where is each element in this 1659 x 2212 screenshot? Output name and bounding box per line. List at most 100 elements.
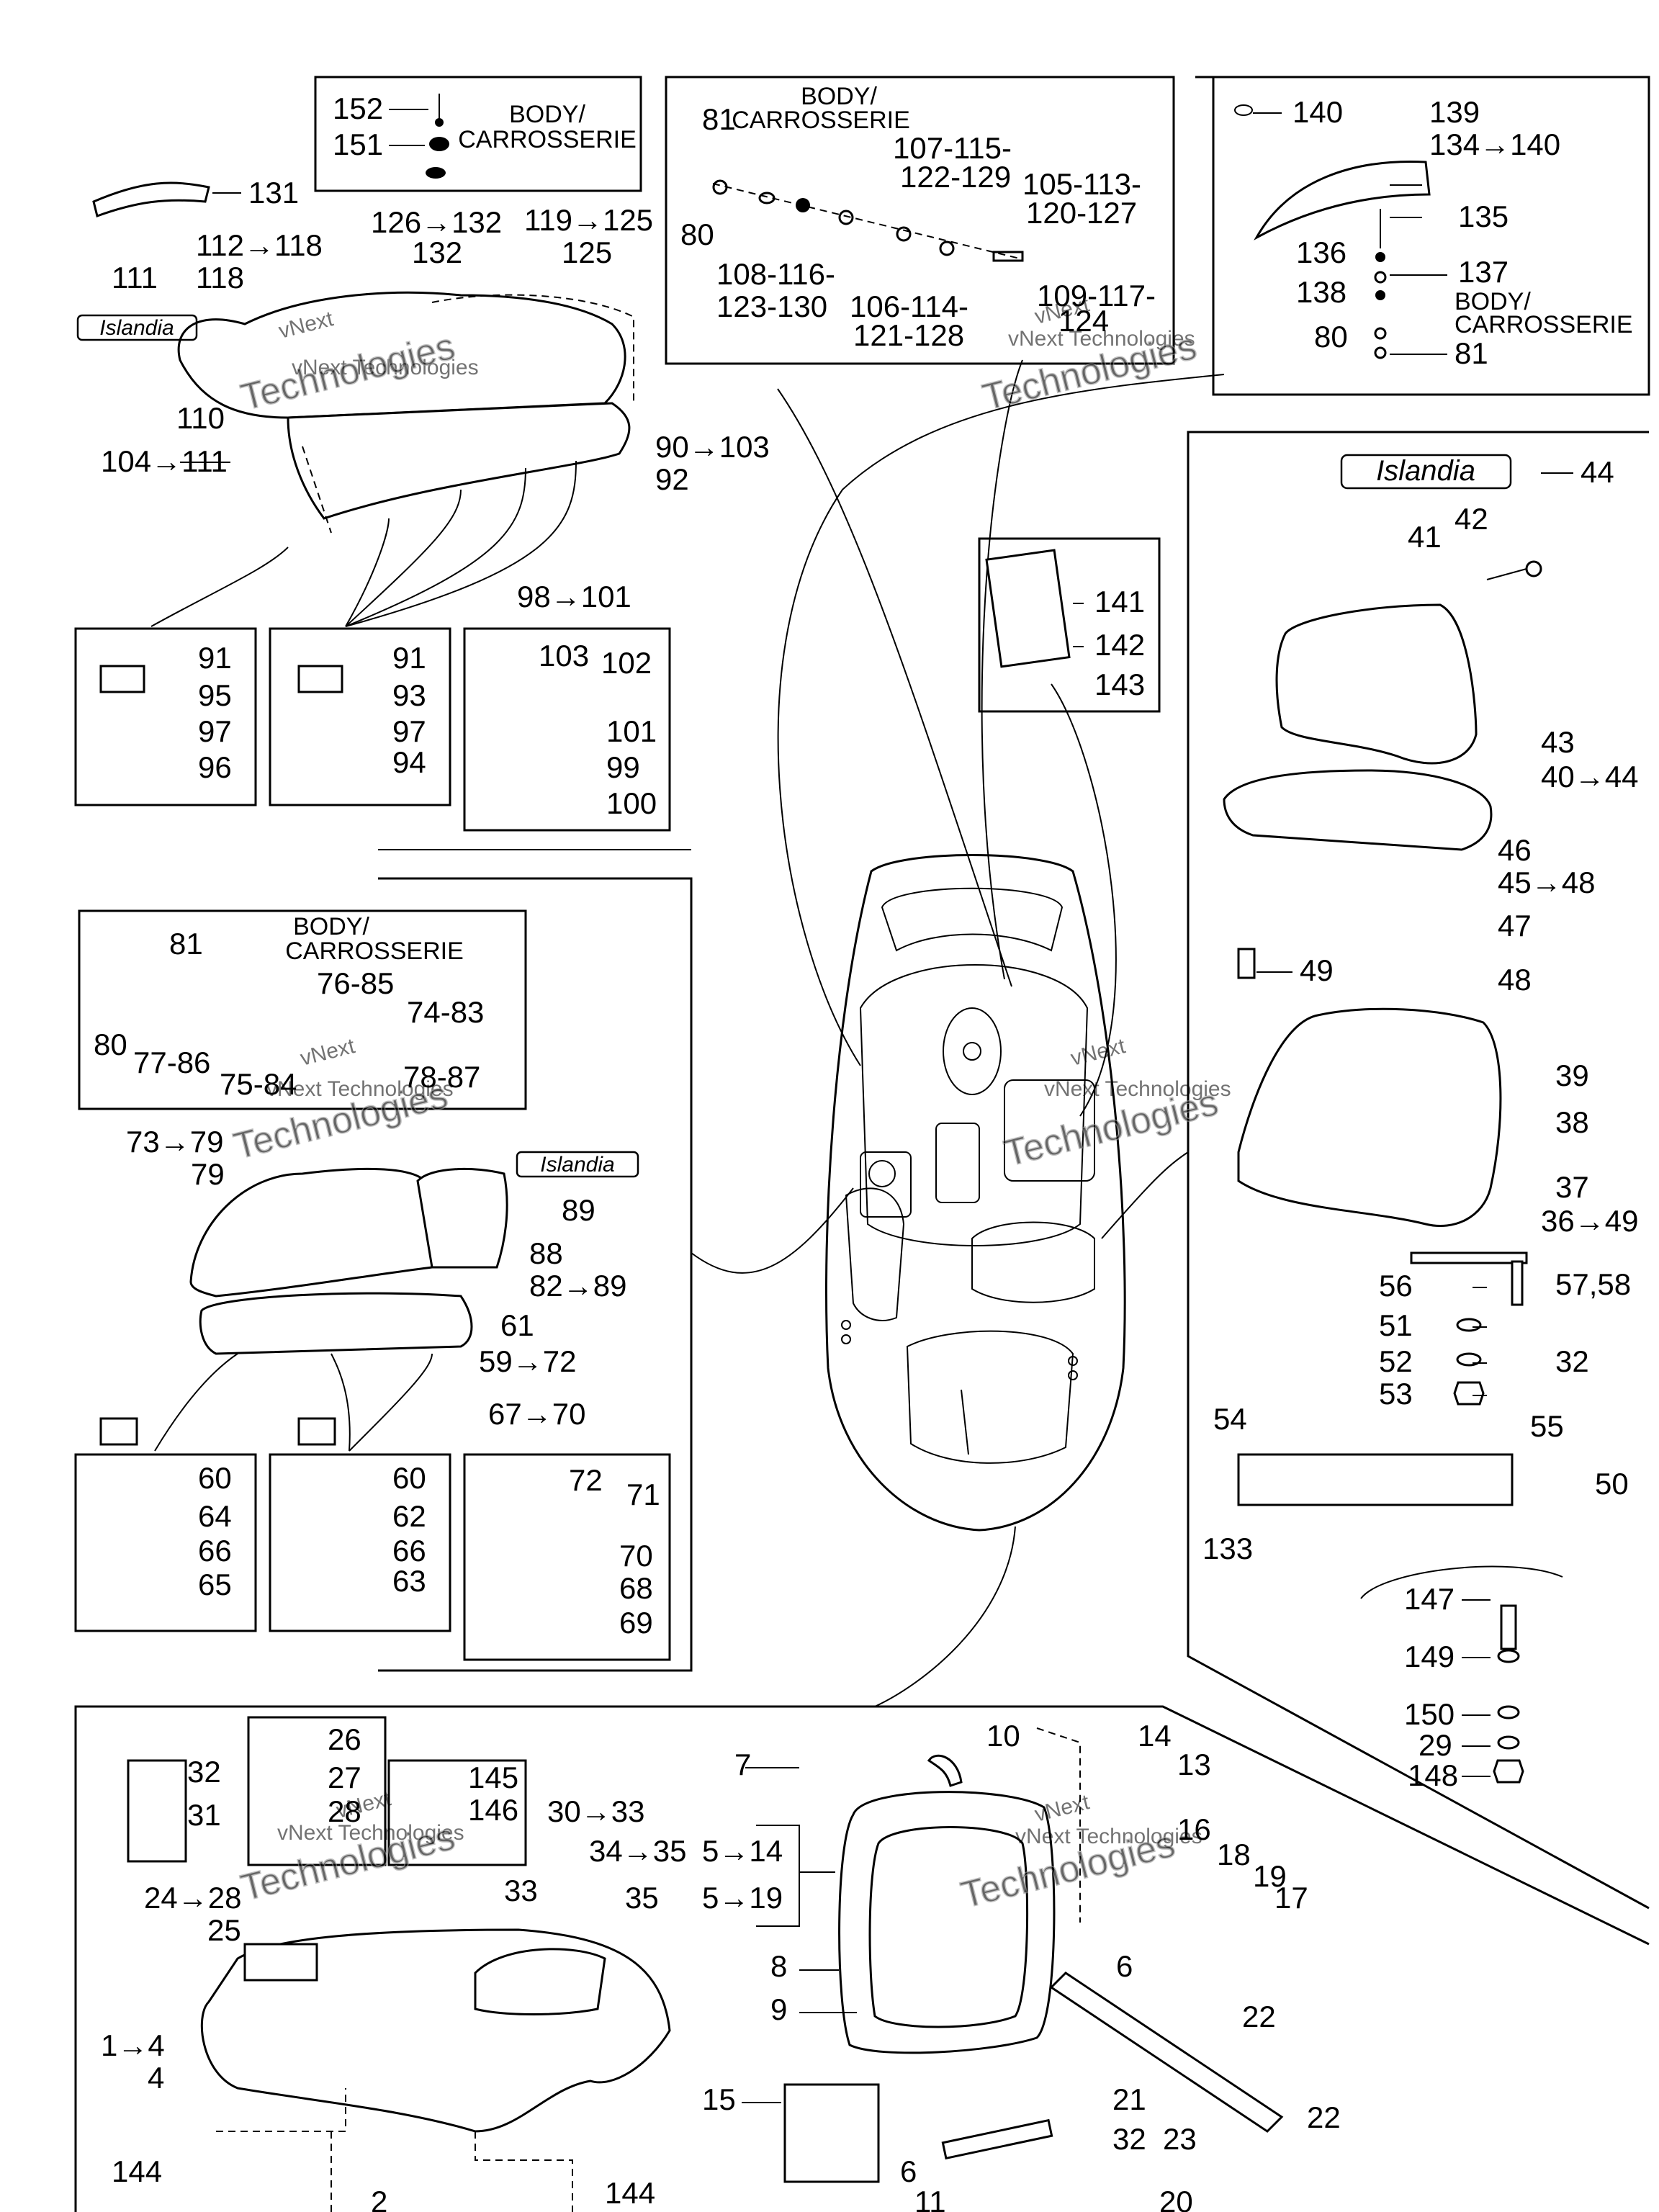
- label-133: 133: [1202, 1532, 1253, 1565]
- label-118: 118: [196, 261, 244, 295]
- label-4: 4: [148, 2061, 164, 2095]
- label-96: 96: [198, 750, 232, 784]
- label-152: 152: [333, 91, 383, 125]
- body-label-3: BODY/: [1455, 288, 1531, 315]
- label-131: 131: [248, 176, 299, 210]
- label-29: 29: [1419, 1728, 1452, 1762]
- part-labels: 152 151 131 126→132 119→125 112→118 111 …: [94, 91, 1638, 2212]
- label-5-19: 5→19: [702, 1881, 783, 1915]
- label-69: 69: [619, 1606, 653, 1640]
- callout-curves: [691, 359, 1225, 1707]
- label-32b: 32: [187, 1755, 221, 1789]
- label-7: 7: [734, 1748, 751, 1781]
- label-39: 39: [1555, 1058, 1589, 1092]
- label-80c: 80: [94, 1028, 127, 1061]
- label-110: 110: [176, 401, 225, 435]
- label-60a: 60: [198, 1461, 232, 1495]
- label-97a: 97: [198, 714, 232, 748]
- hardware-box-91-93: [269, 627, 451, 806]
- watermark-text: vNext Technologies: [1008, 327, 1195, 351]
- label-22b: 22: [1307, 2100, 1341, 2134]
- label-147: 147: [1404, 1582, 1455, 1616]
- watermark-text: vNext Technologies: [292, 356, 479, 379]
- label-97b: 97: [392, 714, 426, 748]
- hardware-box-60-64: [74, 1453, 257, 1632]
- label-14: 14: [1138, 1719, 1172, 1753]
- label-109-117: 109-117-: [1037, 279, 1156, 313]
- label-136: 136: [1296, 235, 1346, 269]
- label-66a: 66: [198, 1534, 232, 1568]
- label-78-87: 78-87: [403, 1060, 480, 1094]
- lounge-seat: [200, 1928, 671, 2212]
- hardware-box-145-146: [387, 1759, 527, 1866]
- part-25-cushion: [243, 1943, 318, 1982]
- part-33-cushion: [474, 1948, 606, 2015]
- label-15: 15: [702, 2082, 736, 2116]
- part-10-strap: [927, 1754, 963, 1787]
- watermark-text: vNext Technologies: [1015, 1825, 1202, 1848]
- label-52: 52: [1379, 1344, 1413, 1378]
- label-81c: 81: [169, 927, 203, 961]
- label-123-130: 123-130: [716, 289, 827, 323]
- label-112-118: 112→118: [196, 228, 323, 262]
- label-18: 18: [1217, 1838, 1251, 1871]
- label-45-48: 45→48: [1498, 866, 1595, 899]
- carrosserie-label-3: CARROSSERIE: [1455, 311, 1633, 338]
- carrosserie-label-4: CARROSSERIE: [285, 938, 464, 965]
- label-126-132: 126→132: [371, 205, 502, 239]
- label-47: 47: [1498, 909, 1532, 943]
- label-61: 61: [500, 1308, 534, 1342]
- label-48: 48: [1498, 963, 1532, 997]
- label-79: 79: [191, 1157, 225, 1191]
- body-label-1: BODY/: [509, 101, 585, 128]
- label-33: 33: [504, 1874, 538, 1907]
- frame-left-middle: [378, 877, 693, 1672]
- label-46: 46: [1498, 833, 1532, 867]
- label-151: 151: [333, 127, 383, 161]
- label-60b: 60: [392, 1461, 426, 1495]
- part-43-backrest: [1275, 603, 1478, 765]
- watermark-text: vNext: [298, 1034, 358, 1071]
- label-54: 54: [1213, 1402, 1247, 1436]
- brand-logo-111: Islandia: [76, 314, 198, 341]
- label-37: 37: [1555, 1170, 1589, 1204]
- hardware-glyphs: [99, 94, 1542, 1784]
- label-63: 63: [392, 1564, 426, 1598]
- label-6a: 6: [1116, 1949, 1133, 1983]
- label-62: 62: [392, 1499, 426, 1533]
- label-68: 68: [619, 1571, 653, 1605]
- label-22a: 22: [1242, 2000, 1276, 2033]
- label-81b: 81: [1455, 336, 1488, 370]
- rear-sundeck-seat: [92, 181, 634, 627]
- label-50: 50: [1595, 1467, 1629, 1501]
- label-94: 94: [392, 745, 426, 779]
- seat-frame-right: [1187, 431, 1650, 1910]
- watermark-text: vNext: [1033, 1790, 1092, 1827]
- leader-lines: [180, 109, 1573, 2103]
- label-141: 141: [1094, 585, 1145, 619]
- svg-text:Islandia: Islandia: [99, 316, 174, 340]
- label-142: 142: [1094, 628, 1145, 662]
- body-label-4: BODY/: [293, 913, 369, 940]
- part-15-plate: [783, 2083, 880, 2183]
- part-9-pad: [868, 1826, 1029, 2028]
- watermark-text: vNext Technologies: [277, 1821, 464, 1845]
- label-145: 145: [468, 1761, 518, 1794]
- label-10: 10: [986, 1719, 1020, 1753]
- label-40-44: 40→44: [1541, 760, 1638, 793]
- label-95: 95: [198, 678, 232, 712]
- brand-logo-44: Islandia: [1340, 454, 1512, 490]
- label-89: 89: [562, 1193, 595, 1227]
- label-35: 35: [625, 1881, 659, 1915]
- hardware-box-67-70: [463, 1453, 671, 1661]
- frame-bottom: [74, 1705, 1650, 2212]
- part-37-seat: [1237, 1007, 1502, 1228]
- brand-logo-89: Islandia: [516, 1151, 639, 1178]
- watermark-text: vNext Technologies: [266, 1077, 454, 1101]
- label-56: 56: [1379, 1269, 1413, 1303]
- label-53: 53: [1379, 1377, 1413, 1411]
- part-92-cushion: [287, 402, 631, 520]
- label-6b: 6: [900, 2154, 917, 2188]
- body-labels: BODY/ CARROSSERIE BODY/ CARROSSERIE BODY…: [285, 83, 1632, 965]
- label-49: 49: [1300, 953, 1334, 987]
